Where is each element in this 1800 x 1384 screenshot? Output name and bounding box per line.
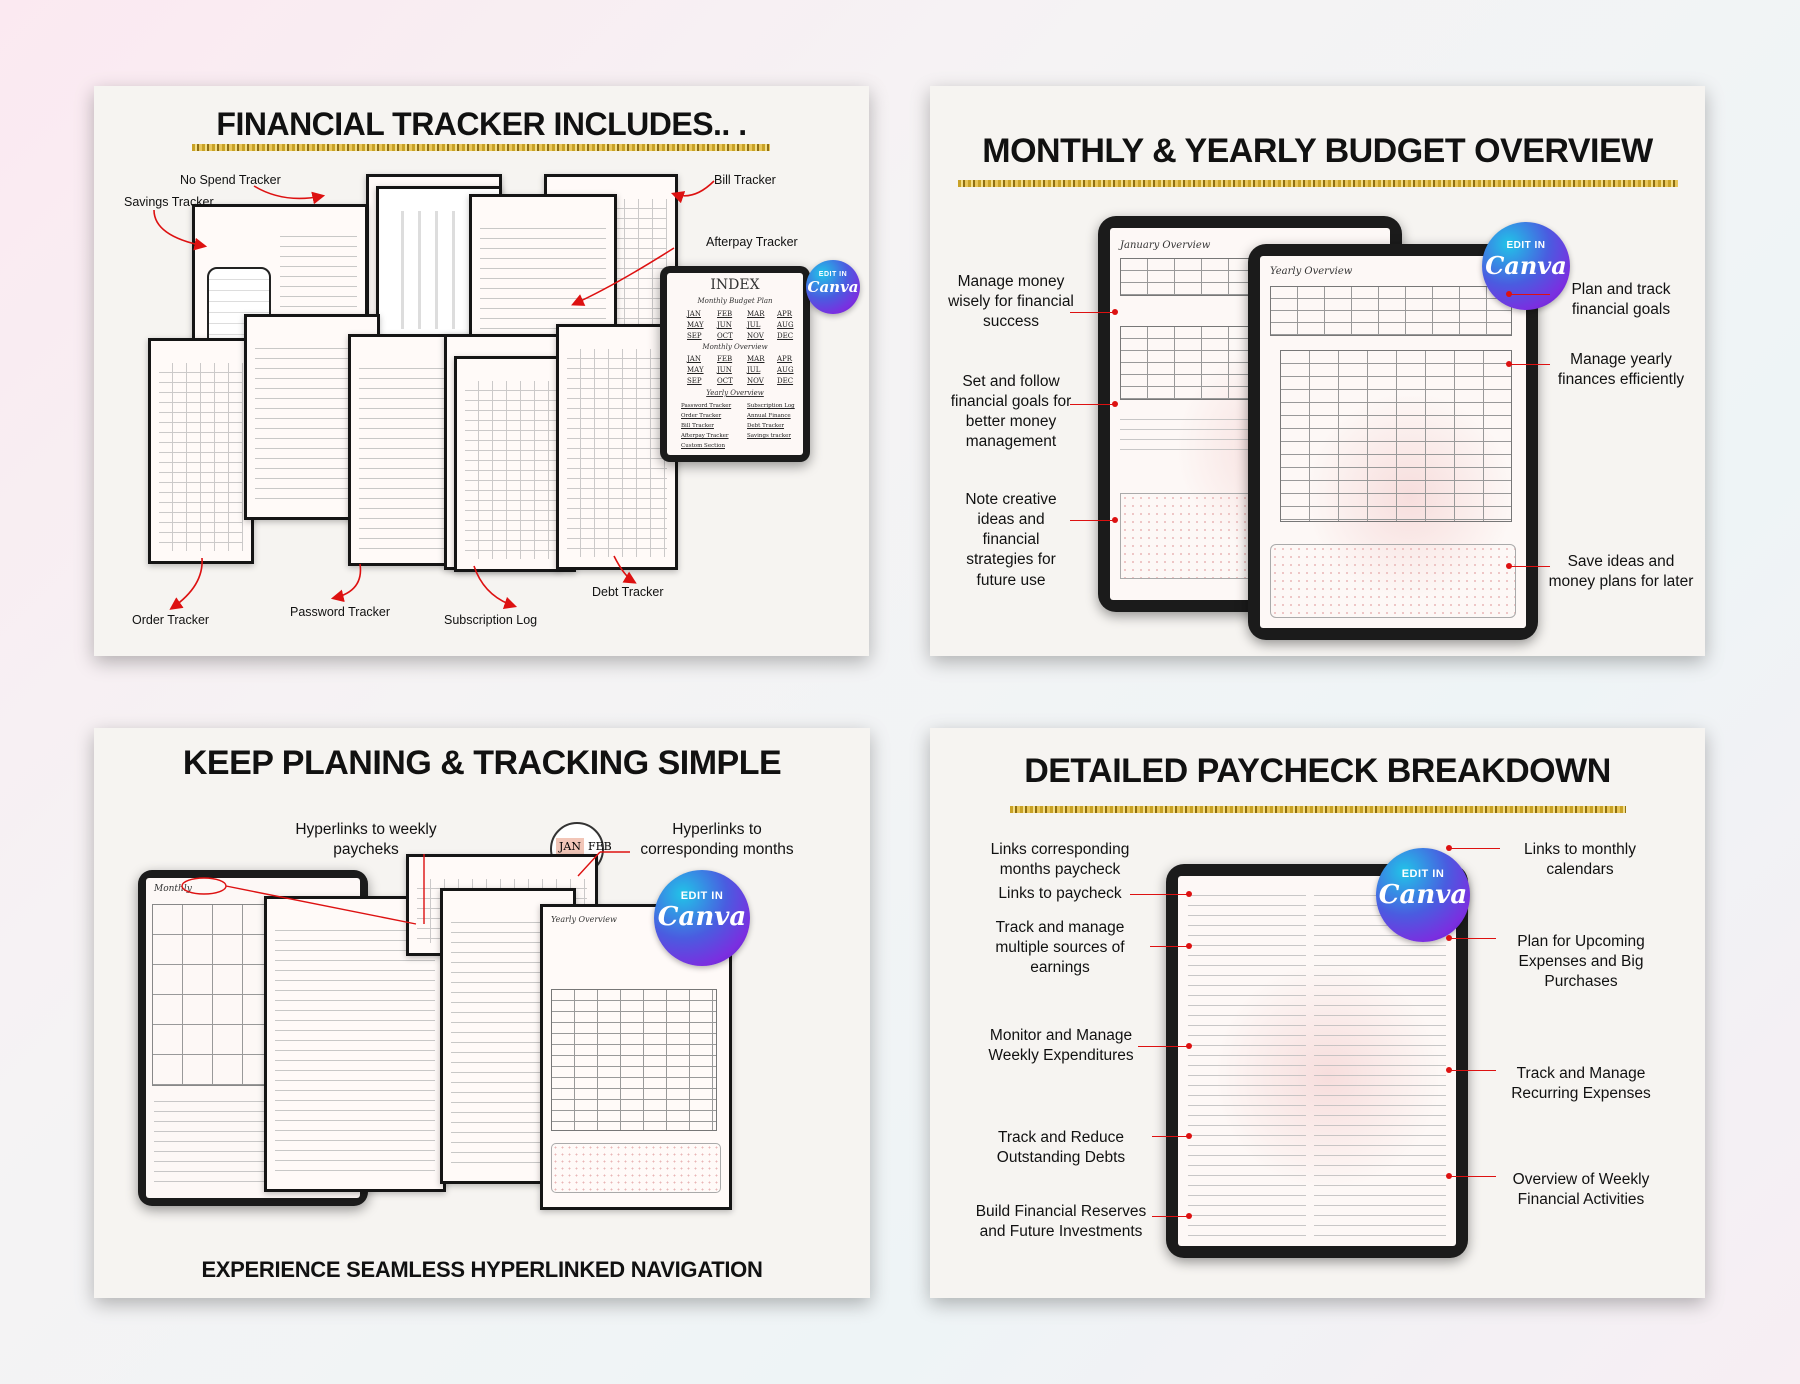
index-overview-jan[interactable]: JAN [687,355,701,363]
label-links-monthly-calendars: Links to monthly calendars [1524,841,1636,879]
label-password-tracker: Password Tracker [290,605,391,619]
index-overview-nov[interactable]: NOV [747,377,764,385]
label-reduce-debts: Track and Reduce Outstanding Debts [996,1129,1126,1167]
index-overview-may[interactable]: MAY [687,366,704,374]
index-title: INDEX [710,277,760,293]
index-overview-jul[interactable]: JUL [747,366,761,374]
gold-divider [192,144,770,151]
jan-overview-title: January Overview [1120,240,1211,251]
label-plan-upcoming: Plan for Upcoming Expenses and Big Purch… [1517,933,1645,991]
index-link-subscription[interactable]: Subscription Log [747,403,795,409]
index-link-annual[interactable]: Annual Finance [747,413,791,419]
label-order-tracker: Order Tracker [132,613,210,627]
index-month-jul[interactable]: JUL [747,321,761,329]
label-links-paycheck: Links to paycheck [998,885,1122,902]
label-recurring-expenses: Track and Manage Recurring Expenses [1511,1065,1651,1103]
index-link-debt[interactable]: Debt Tracker [747,423,785,429]
index-overview-feb[interactable]: FEB [717,355,733,363]
yearly-overview-title: Yearly Overview [1270,266,1353,277]
index-month-apr[interactable]: APR [777,310,793,318]
index-link-savings[interactable]: Savings tracker [747,433,791,439]
index-overview-aug[interactable]: AUG [777,366,794,374]
canva-badge[interactable]: EDIT IN Canva [654,870,750,966]
label-track-sources: Track and manage multiple sources of ear… [995,919,1125,977]
order-tracker-page [148,338,254,564]
panel-financial-tracker: FINANCIAL TRACKER INCLUDES.. . INDEX Mon… [94,86,869,656]
index-overview-sep[interactable]: SEP [687,377,702,385]
label-yearly-finances: Manage yearly finances efficiently [1557,351,1685,389]
index-budget-plan[interactable]: Monthly Budget Plan [697,297,773,305]
index-month-sep[interactable]: SEP [687,332,702,340]
index-link-afterpay[interactable]: Afterpay Tracker [681,433,729,439]
label-plan-goals: Plan and track financial goals [1571,281,1671,319]
index-overview-mar[interactable]: MAR [747,355,765,363]
canva-badge[interactable]: EDIT IN Canva [806,260,860,314]
panel-budget-overview: MONTHLY & YEARLY BUDGET OVERVIEW January… [930,86,1705,656]
label-subscription-log: Subscription Log [444,613,538,627]
label-monitor-expenditures: Monitor and Manage Weekly Expenditures [988,1027,1134,1065]
yearly-overview-page-title: Yearly Overview [551,915,617,924]
panel2-title: MONTHLY & YEARLY BUDGET OVERVIEW [982,132,1653,170]
index-overview-dec[interactable]: DEC [777,377,794,385]
index-month-oct[interactable]: OCT [717,332,733,340]
panel1-title: FINANCIAL TRACKER INCLUDES.. . [216,106,747,142]
label-bill-tracker: Bill Tracker [714,173,776,187]
index-yearly[interactable]: Yearly Overview [706,389,764,397]
canva-badge[interactable]: EDIT IN Canva [1376,848,1470,942]
gold-divider [1010,806,1626,813]
label-save-ideas: Save ideas and money plans for later [1548,553,1694,591]
label-links-months-paycheck: Links corresponding months paycheck [990,841,1130,879]
index-link-bill[interactable]: Bill Tracker [681,423,714,429]
label-weekly-overview: Overview of Weekly Financial Activities [1512,1171,1650,1209]
index-month-jun[interactable]: JUN [717,321,732,329]
index-month-feb[interactable]: FEB [717,310,733,318]
label-hyperlinks-months: Hyperlinks to corresponding months [640,821,794,859]
yearly-overview-tablet: Yearly Overview [1248,244,1538,640]
gold-divider [958,180,1678,187]
index-month-may[interactable]: MAY [687,321,704,329]
label-financial-reserves: Build Financial Reserves and Future Inve… [975,1203,1147,1241]
canva-badge[interactable]: EDIT IN Canva [1482,222,1570,310]
debt-tracker-page [556,324,678,570]
subscription-log-page-front [454,356,576,572]
monthly-title: Monthly [154,884,192,894]
panel-planning-simple: KEEP PLANING & TRACKING SIMPLE Hyperlink… [94,728,870,1298]
index-overview-oct[interactable]: OCT [717,377,733,385]
label-creative-ideas: Note creative ideas and financial strate… [965,491,1057,589]
panel-paycheck-breakdown: DETAILED PAYCHECK BREAKDOWN EDIT IN Canv… [930,728,1705,1298]
index-month-jan[interactable]: JAN [687,310,701,318]
zoom-feb[interactable]: FEB [588,840,612,853]
index-overview-apr[interactable]: APR [777,355,793,363]
index-month-mar[interactable]: MAR [747,310,765,318]
zoom-jan[interactable]: JAN [556,838,584,855]
panel3-title: KEEP PLANING & TRACKING SIMPLE [182,744,782,782]
label-afterpay-tracker: Afterpay Tracker [706,235,798,249]
index-link-order[interactable]: Order Tracker [681,413,722,419]
label-hyperlinks-weekly: Hyperlinks to weekly paycheks [295,821,437,859]
panel4-title: DETAILED PAYCHECK BREAKDOWN [1024,752,1611,790]
index-tablet: INDEX Monthly Budget Plan JAN FEB MAR AP… [660,266,810,462]
index-link-password[interactable]: Password Tracker [681,403,732,409]
label-no-spend-tracker: No Spend Tracker [180,173,281,187]
index-month-nov[interactable]: NOV [747,332,764,340]
index-overview-jun[interactable]: JUN [717,366,732,374]
index-month-dec[interactable]: DEC [777,332,794,340]
label-debt-tracker: Debt Tracker [592,585,664,599]
panel3-footer: EXPERIENCE SEAMLESS HYPERLINKED NAVIGATI… [201,1257,763,1282]
index-link-custom[interactable]: Custom Section [681,443,725,449]
label-savings-tracker: Savings Tracker [124,195,214,209]
index-overview[interactable]: Monthly Overview [702,343,768,351]
index-month-aug[interactable]: AUG [777,321,794,329]
label-financial-goals: Set and follow financial goals for bette… [950,373,1072,451]
label-manage-money: Manage money wisely for financial succes… [948,273,1074,331]
